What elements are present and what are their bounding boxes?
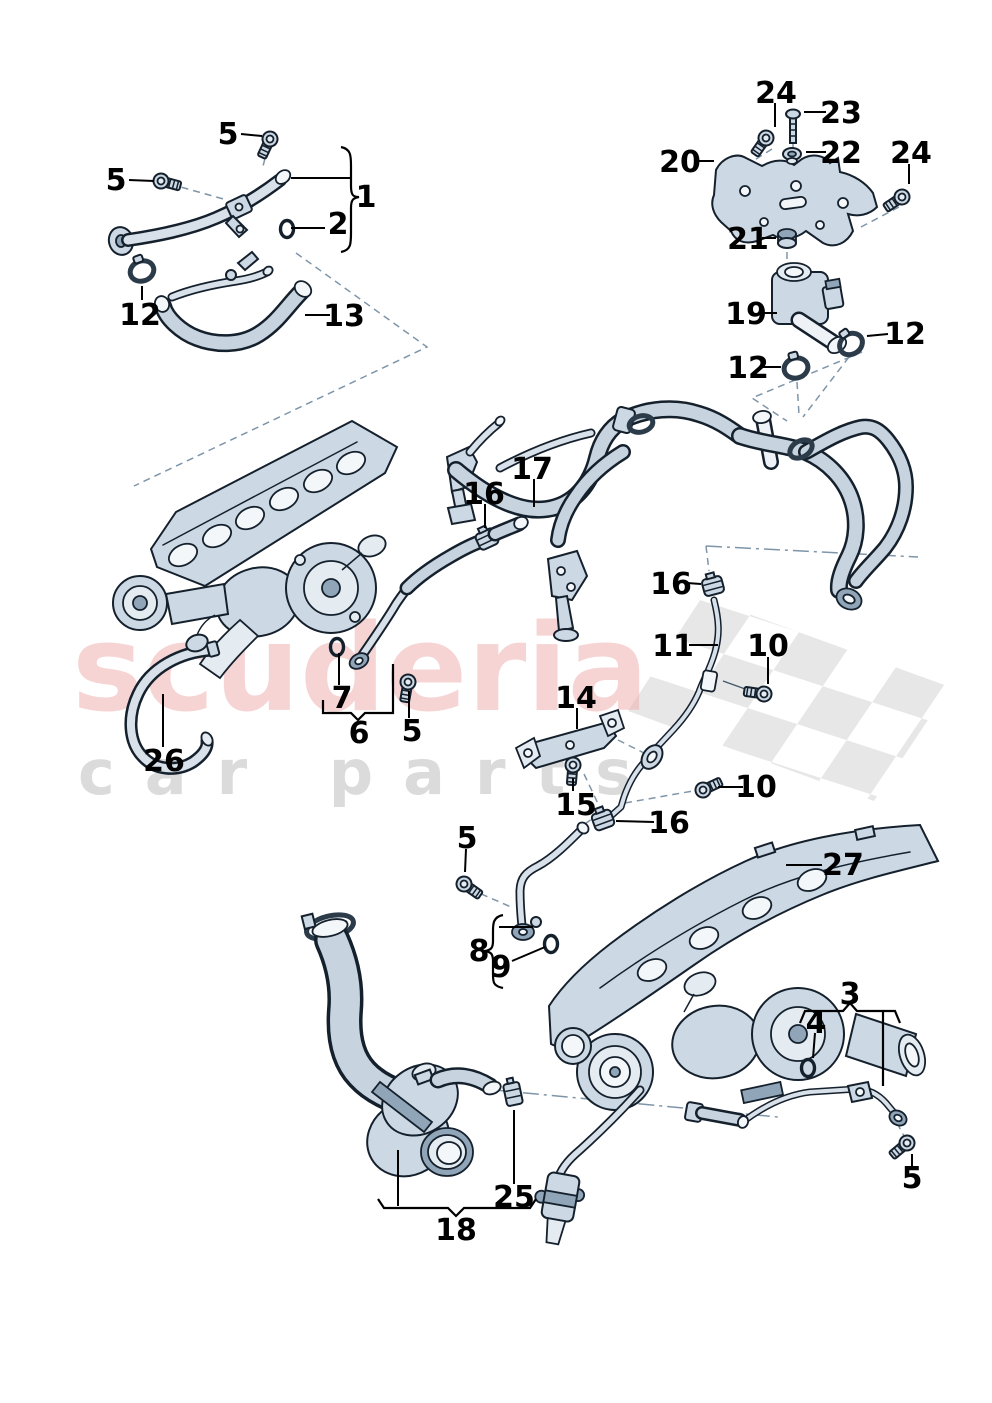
part-label-16-27: 16 xyxy=(648,806,690,841)
hose-assembly-17 xyxy=(445,400,914,642)
bolt-5-top xyxy=(253,128,281,162)
leader-line-16-17 xyxy=(686,582,702,585)
clamp-12-lower xyxy=(780,349,810,380)
part-label-12-13: 12 xyxy=(884,317,926,352)
checkered-flag xyxy=(628,597,950,801)
part-label-8-30: 8 xyxy=(469,934,490,969)
part-label-4-33: 4 xyxy=(806,1006,827,1041)
brace-8 xyxy=(484,913,504,990)
pipe-11-assembly xyxy=(514,569,774,819)
oil-pipe-assembly-6 xyxy=(328,515,529,704)
part-label-21-11: 21 xyxy=(727,222,769,257)
leader-line-4-33 xyxy=(812,1032,816,1059)
part-label-24-6: 24 xyxy=(755,76,797,111)
brace-1 xyxy=(340,145,360,254)
part-label-9-31: 9 xyxy=(491,950,512,985)
coolant-pipe-assembly-1 xyxy=(107,128,296,256)
part-label-20-9: 20 xyxy=(659,145,701,180)
part-label-17-15: 17 xyxy=(511,452,553,487)
part-label-26-24: 26 xyxy=(143,744,185,779)
part-label-1-2: 1 xyxy=(356,180,377,215)
part-label-22-8: 22 xyxy=(820,136,862,171)
part-label-15-25: 15 xyxy=(555,788,597,823)
part-label-10-19: 10 xyxy=(747,629,789,664)
pipe-8-assembly xyxy=(452,803,617,955)
hose-assembly-18 xyxy=(300,912,524,1178)
part-label-19-12: 19 xyxy=(725,297,767,332)
part-label-5-1: 5 xyxy=(106,163,127,198)
turbocharger-left xyxy=(112,419,399,680)
leader-line-5-1 xyxy=(128,179,155,182)
part-label-16-17: 16 xyxy=(650,567,692,602)
part-label-23-7: 23 xyxy=(820,96,862,131)
o-ring-9 xyxy=(542,933,560,955)
part-label-10-26: 10 xyxy=(735,770,777,805)
valve-bracket-assembly xyxy=(711,108,914,381)
nut-22 xyxy=(782,147,802,165)
part-label-11-18: 11 xyxy=(652,629,694,664)
coolant-pipe-26 xyxy=(124,614,221,775)
coolant-pipe-assembly-3 xyxy=(684,1057,919,1163)
bracket-6 xyxy=(321,664,395,722)
sensor xyxy=(534,1171,586,1246)
part-label-27-29: 27 xyxy=(822,848,864,883)
part-label-5-0: 5 xyxy=(218,117,239,152)
part-label-2-3: 2 xyxy=(328,207,349,242)
part-label-12-14: 12 xyxy=(727,351,769,386)
part-label-18-35: 18 xyxy=(435,1213,477,1248)
turbocharger-right xyxy=(534,823,940,1246)
part-label-3-32: 3 xyxy=(840,977,861,1012)
grouping-brackets xyxy=(321,145,902,1218)
clamp-25 xyxy=(502,1076,524,1107)
clamp-16-mid xyxy=(698,569,726,598)
part-label-6-22: 6 xyxy=(349,716,370,751)
part-label-14-20: 14 xyxy=(555,681,597,716)
bracket-3 xyxy=(798,1001,902,1024)
part-label-16-16: 16 xyxy=(463,477,505,512)
bolt-24-right xyxy=(880,185,914,216)
part-label-12-4: 12 xyxy=(119,298,161,333)
screw-23 xyxy=(785,108,801,144)
part-label-25-34: 25 xyxy=(493,1180,535,1215)
leader-line-9-31 xyxy=(511,946,546,962)
bracket-18 xyxy=(377,1198,537,1218)
part-label-5-28: 5 xyxy=(457,821,478,856)
bracket-14 xyxy=(514,708,626,770)
grommet-21 xyxy=(777,228,797,249)
leader-line-12-13 xyxy=(866,333,889,337)
part-label-5-36: 5 xyxy=(902,1161,923,1196)
bolt-5-left xyxy=(150,170,184,195)
part-label-5-23: 5 xyxy=(402,714,423,749)
leader-line-5-28 xyxy=(464,848,467,873)
leader-line-5-0 xyxy=(240,133,263,137)
leader-line-16-27 xyxy=(615,820,655,823)
clamp-12-left xyxy=(125,252,156,285)
part-label-24-10: 24 xyxy=(890,136,932,171)
bolt-24-left xyxy=(747,126,778,160)
watermark-layer: scuderia car parts xyxy=(72,597,950,809)
part-label-13-5: 13 xyxy=(323,299,365,334)
bolt-5-pipe8 xyxy=(452,872,486,903)
part-label-7-21: 7 xyxy=(332,681,353,716)
heat-shield-27 xyxy=(547,823,940,1048)
hose-assembly-13 xyxy=(125,252,313,353)
